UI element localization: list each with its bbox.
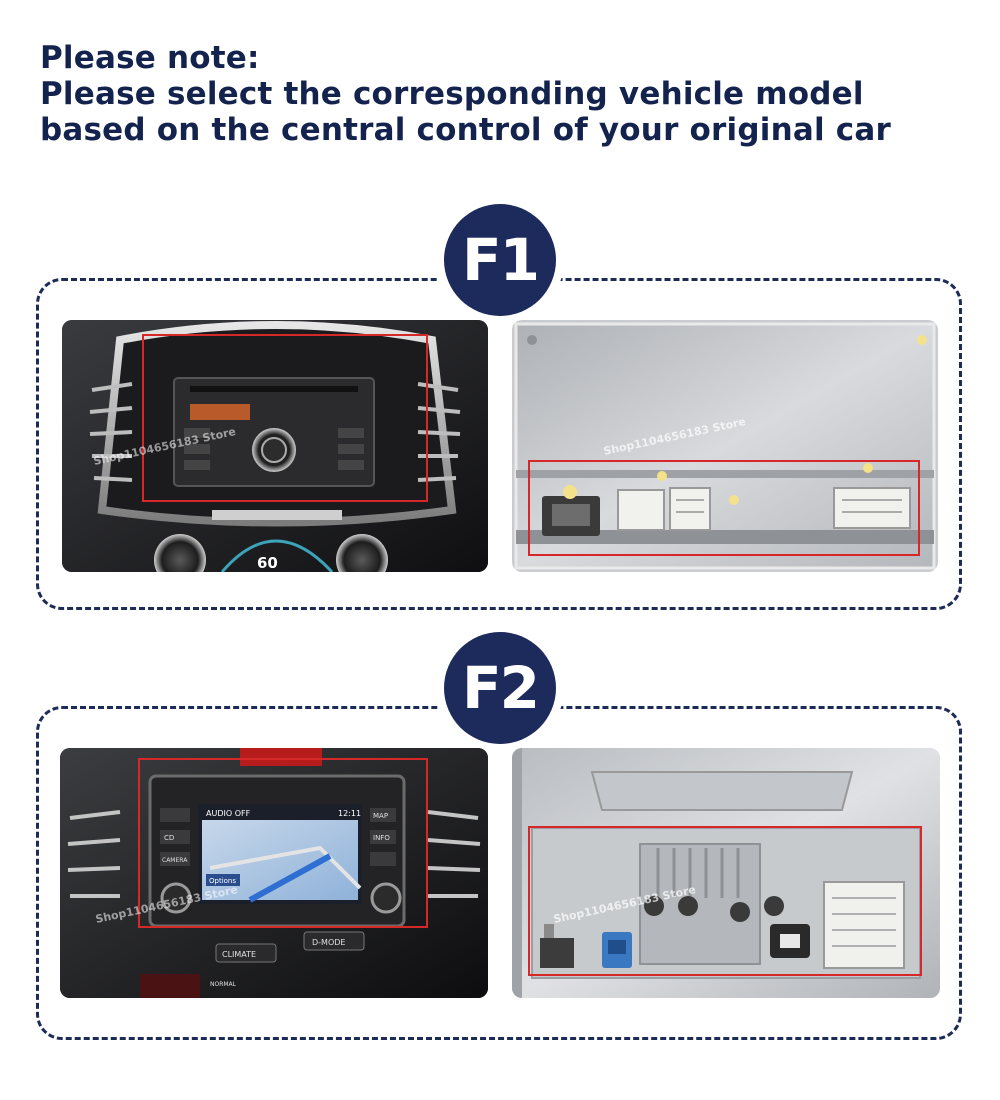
note-text: Please note: Please select the correspon… <box>40 40 960 148</box>
f2-connector-illustration <box>512 748 940 998</box>
f1-connector-illustration <box>514 322 936 570</box>
f2-btn-map: MAP <box>373 812 388 820</box>
f2-connector-highlight <box>528 826 922 976</box>
f2-screen-time: 12:11 <box>338 809 361 818</box>
f2-screen-title: AUDIO OFF <box>206 809 251 818</box>
f1-speed-label: 60 <box>257 554 278 572</box>
section-f1: F1 <box>36 200 962 612</box>
f2-btn-cd: CD <box>164 834 174 842</box>
f2-btn-camera: CAMERA <box>162 857 188 864</box>
f2-connector-photo: Shop1104656183 Store <box>512 748 940 998</box>
note-line-1: Please select the corresponding vehicle … <box>40 76 864 112</box>
f2-options-label: Options <box>209 877 236 885</box>
f2-btn-normal: NORMAL <box>210 981 237 988</box>
f2-btn-info: INFO <box>373 834 390 842</box>
badge-f1: F1 <box>444 204 556 316</box>
f1-dashboard-highlight <box>142 334 428 502</box>
f2-btn-dmode: D-MODE <box>312 938 345 947</box>
f2-dashboard-highlight <box>138 758 428 928</box>
f2-dashboard-photo: AUDIO OFF 12:11 Options CD CAMERA MAP IN… <box>60 748 488 998</box>
f1-dashboard-illustration: 60 <box>62 320 488 572</box>
note-heading: Please note: <box>40 40 260 76</box>
f2-dashboard-illustration: AUDIO OFF 12:11 Options CD CAMERA MAP IN… <box>60 748 488 998</box>
f2-btn-climate: CLIMATE <box>222 950 256 959</box>
f1-connector-highlight <box>528 460 920 556</box>
f1-dashboard-photo: 60 Shop1104656183 Store <box>62 320 488 572</box>
badge-f2: F2 <box>444 632 556 744</box>
note-line-2: based on the central control of your ori… <box>40 112 891 148</box>
section-f2: F2 <box>36 630 962 1042</box>
f1-connector-photo: Shop1104656183 Store <box>512 320 938 572</box>
